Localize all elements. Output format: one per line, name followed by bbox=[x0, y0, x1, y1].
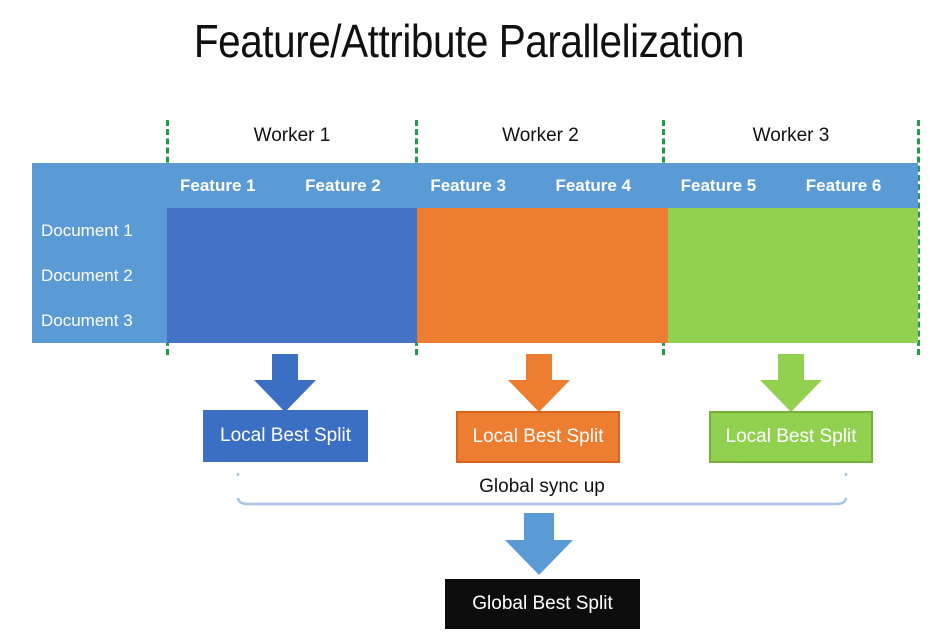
cell-d1-f3 bbox=[417, 208, 543, 253]
global-best-split-box: Global Best Split bbox=[445, 579, 640, 629]
row-label-document-1: Document 1 bbox=[32, 208, 167, 253]
cell-d3-f4 bbox=[542, 298, 668, 343]
column-header-feature-6: Feature 6 bbox=[792, 163, 918, 208]
table-header-row: Feature 1 Feature 2 Feature 3 Feature 4 … bbox=[32, 163, 918, 208]
worker-divider-line-3 bbox=[917, 120, 920, 355]
arrow-head bbox=[505, 540, 573, 575]
column-header-feature-2: Feature 2 bbox=[292, 163, 418, 208]
arrow-shaft bbox=[272, 354, 298, 380]
cell-d3-f3 bbox=[417, 298, 543, 343]
arrow-shaft bbox=[524, 513, 554, 540]
cell-d1-f4 bbox=[542, 208, 668, 253]
table-row: Document 3 bbox=[32, 298, 918, 343]
cell-d3-f5 bbox=[667, 298, 793, 343]
cell-d1-f2 bbox=[292, 208, 418, 253]
arrow-head bbox=[508, 380, 570, 412]
cell-d3-f6 bbox=[792, 298, 918, 343]
cell-d1-f6 bbox=[792, 208, 918, 253]
cell-d3-f2 bbox=[292, 298, 418, 343]
worker-label-3: Worker 3 bbox=[752, 125, 830, 146]
cell-d3-f1 bbox=[167, 298, 293, 343]
cell-d2-f3 bbox=[417, 253, 543, 298]
arrow-head bbox=[760, 380, 822, 412]
arrow-shaft bbox=[778, 354, 804, 380]
table-row: Document 2 bbox=[32, 253, 918, 298]
local-best-split-box-2: Local Best Split bbox=[456, 411, 620, 463]
column-header-feature-3: Feature 3 bbox=[417, 163, 543, 208]
table-corner-cell bbox=[32, 163, 167, 208]
arrow-down-icon-worker-2 bbox=[508, 354, 570, 412]
arrow-down-icon-global bbox=[505, 513, 573, 575]
row-label-document-2: Document 2 bbox=[32, 253, 167, 298]
arrow-head bbox=[254, 380, 316, 412]
cell-d1-f1 bbox=[167, 208, 293, 253]
cell-d2-f6 bbox=[792, 253, 918, 298]
arrow-down-icon-worker-1 bbox=[254, 354, 316, 412]
local-best-split-box-3: Local Best Split bbox=[709, 411, 873, 463]
row-label-document-3: Document 3 bbox=[32, 298, 167, 343]
global-sync-label: Global sync up bbox=[236, 476, 848, 498]
cell-d2-f2 bbox=[292, 253, 418, 298]
arrow-shaft bbox=[526, 354, 552, 380]
global-sync-bracket bbox=[236, 473, 848, 507]
column-header-feature-5: Feature 5 bbox=[667, 163, 793, 208]
cell-d2-f5 bbox=[667, 253, 793, 298]
column-header-feature-4: Feature 4 bbox=[542, 163, 668, 208]
feature-document-table: Feature 1 Feature 2 Feature 3 Feature 4 … bbox=[32, 163, 918, 343]
cell-d1-f5 bbox=[667, 208, 793, 253]
worker-label-2: Worker 2 bbox=[502, 125, 579, 146]
table-row: Document 1 bbox=[32, 208, 918, 253]
cell-d2-f4 bbox=[542, 253, 668, 298]
cell-d2-f1 bbox=[167, 253, 293, 298]
local-best-split-box-1: Local Best Split bbox=[203, 410, 368, 462]
column-header-feature-1: Feature 1 bbox=[167, 163, 293, 208]
page-title: Feature/Attribute Parallelization bbox=[193, 15, 745, 67]
arrow-down-icon-worker-3 bbox=[760, 354, 822, 412]
worker-label-1: Worker 1 bbox=[253, 125, 331, 146]
